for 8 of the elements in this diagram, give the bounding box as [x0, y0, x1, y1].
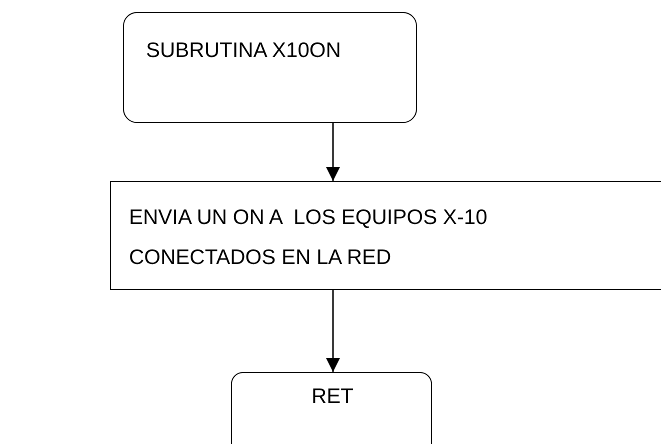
arrow — [326, 123, 340, 181]
node-text: RET — [310, 384, 354, 410]
node-text: ENVIA UN ON A LOS EQUIPOS X-10 CONECTADOS EN LA RED — [129, 205, 488, 271]
arrow — [326, 290, 340, 372]
process-box — [110, 181, 661, 290]
node-text: SUBRUTINA X10ON — [146, 38, 342, 64]
end-terminal — [231, 372, 432, 444]
start-terminal — [123, 12, 417, 123]
